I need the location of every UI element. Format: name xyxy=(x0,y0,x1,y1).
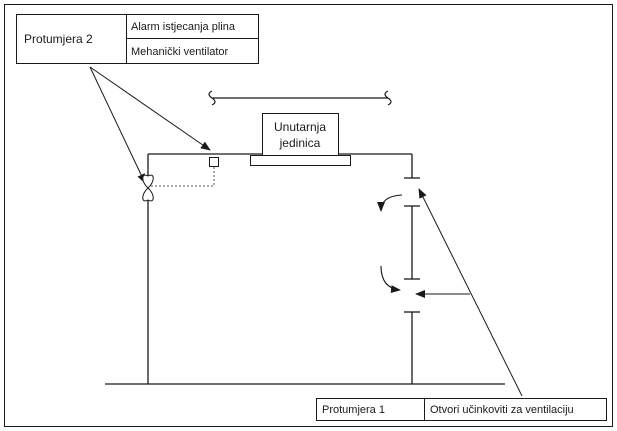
measure-1-item-cell xyxy=(424,398,607,421)
outer-frame xyxy=(4,4,613,427)
measure-2-label: Protumjera 2 xyxy=(24,32,93,46)
measure-2-label-cell xyxy=(16,14,127,64)
mechanical-fan-icon xyxy=(142,174,154,202)
measure-2-legend: Protumjera 2 Alarm istjecanja plina Meha… xyxy=(16,14,259,64)
measure-1-item: Otvori učinkoviti za ventilaciju xyxy=(430,404,574,416)
airflow-arrows xyxy=(377,194,403,294)
indoor-unit-base xyxy=(250,155,351,166)
measure-2-item-cell xyxy=(126,14,259,39)
indoor-unit-label-line2: jedinica xyxy=(279,136,321,150)
sensor-wire-dotted xyxy=(150,167,215,187)
airflow-lower-icon xyxy=(380,265,401,294)
measure-1-legend: Protumjera 1 Otvori učinkoviti za ventil… xyxy=(316,398,607,421)
airflow-upper-icon xyxy=(377,194,403,212)
indoor-unit-box xyxy=(262,113,339,156)
measure-1-label: Protumjera 1 xyxy=(322,404,385,416)
gas-alarm-sensor-icon xyxy=(209,157,219,167)
refrigerant-pipe xyxy=(208,90,392,106)
wall-opening-markers xyxy=(404,177,420,313)
measure-2-pointers xyxy=(89,66,211,184)
measure-2-item-fan: Mehanički ventilator xyxy=(131,46,229,58)
measure-2-item-gas-alarm: Alarm istjecanja plina xyxy=(131,21,236,33)
measure-1-pointers xyxy=(415,188,523,397)
pointer-to-fan xyxy=(89,66,146,184)
pointer-to-upper-opening xyxy=(418,188,523,397)
indoor-unit: Unutarnja jedinica xyxy=(250,113,351,166)
measure-2-item-cell xyxy=(126,38,259,64)
pointer-to-gas-alarm xyxy=(89,66,211,151)
indoor-unit-label-line1: Unutarnja xyxy=(274,120,326,134)
